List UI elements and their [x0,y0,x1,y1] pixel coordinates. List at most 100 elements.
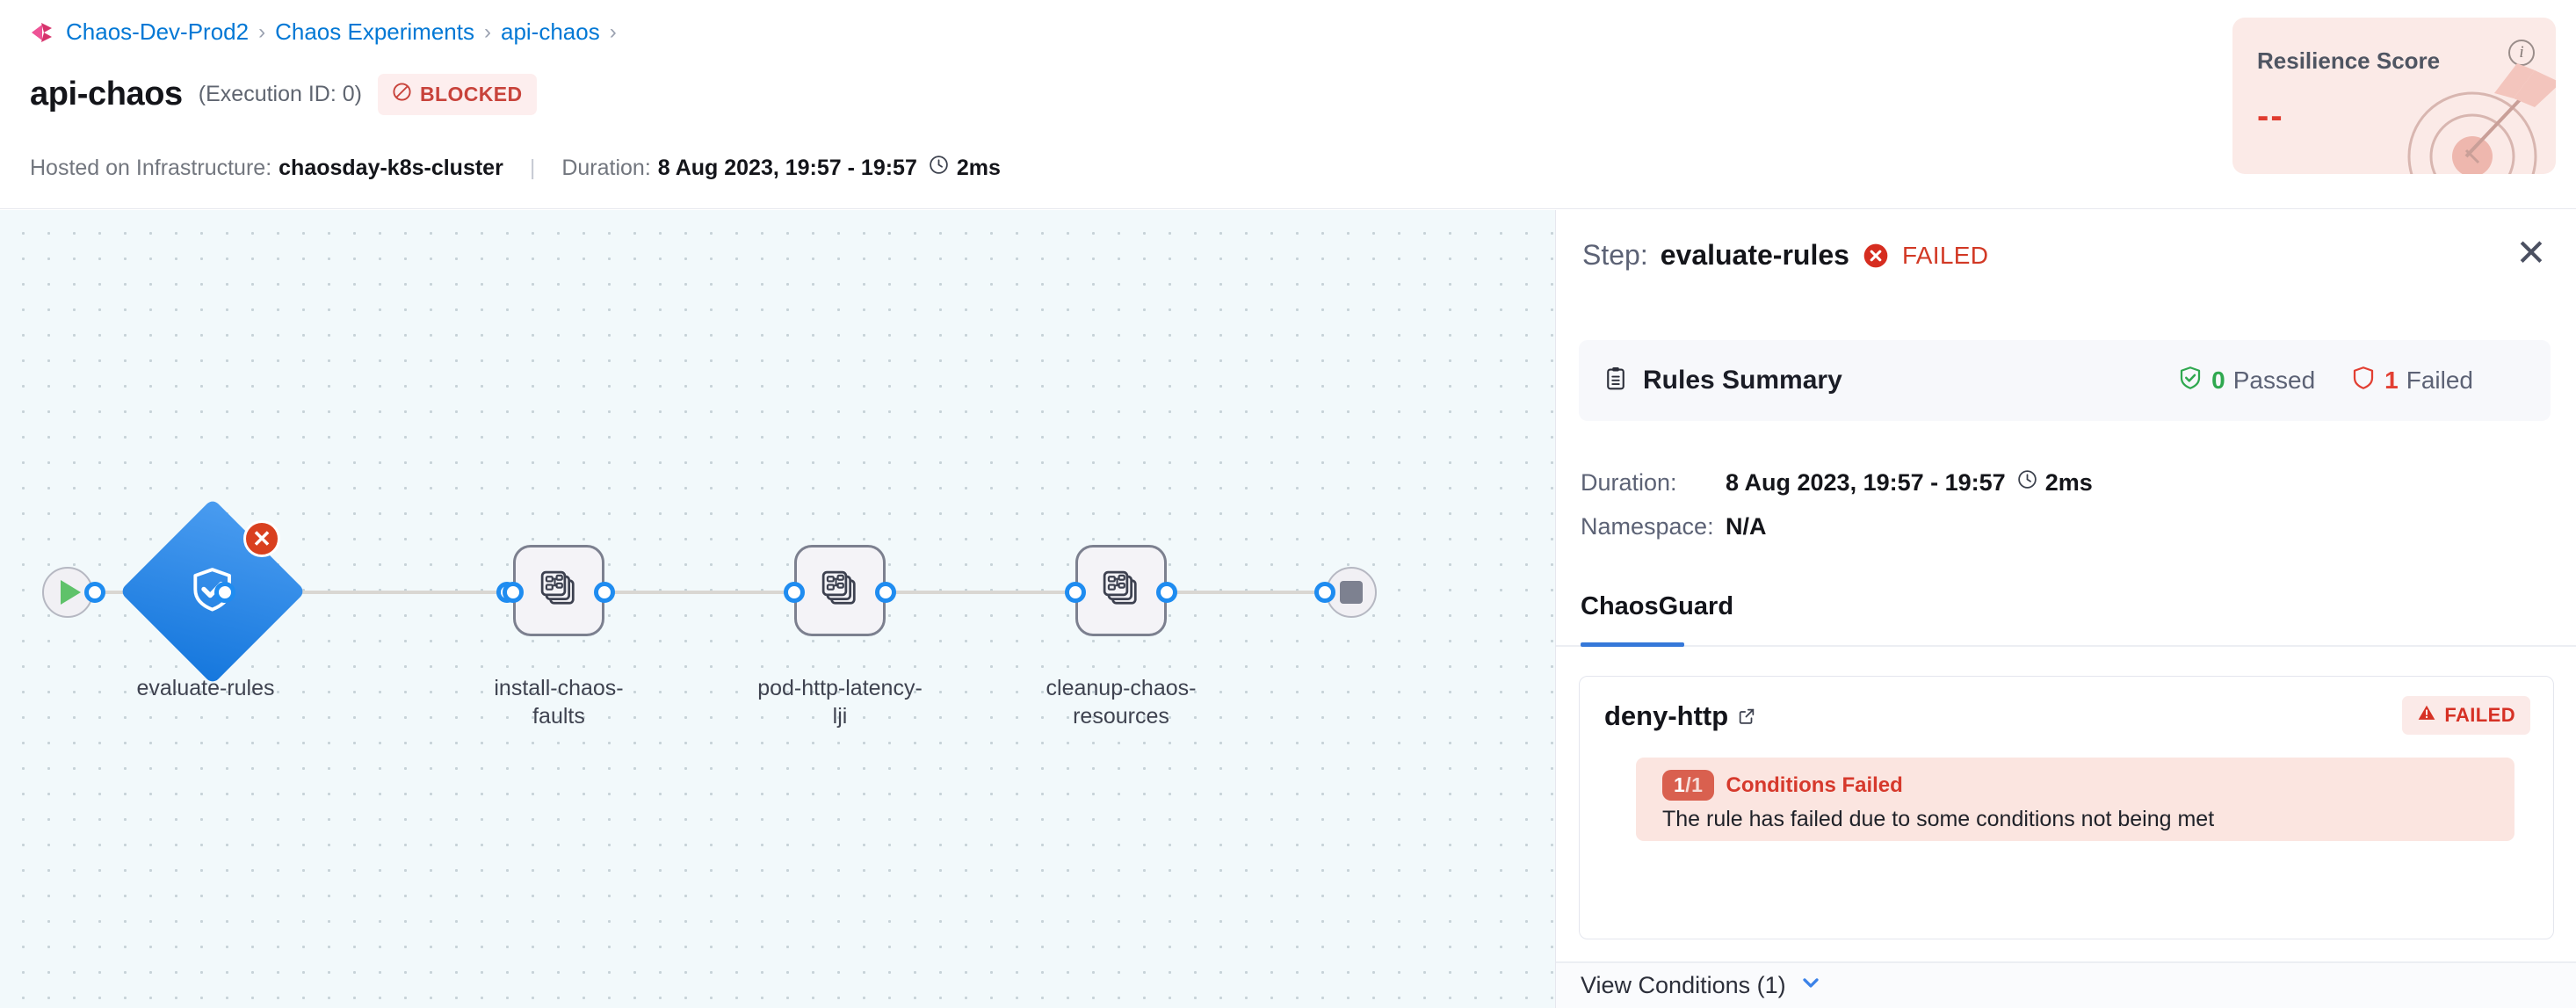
rules-summary-card: Rules Summary 0 Passed [1579,340,2551,421]
breadcrumb-item-1[interactable]: Chaos Experiments [275,18,474,45]
step-detail-rows: Duration: 8 Aug 2023, 19:57 - 19:57 2ms … [1581,460,2093,548]
conditions-failed-label: Conditions Failed [1726,772,1903,797]
port-install-out[interactable] [594,582,615,603]
port-cleanup-out[interactable] [1156,582,1177,603]
node-label-install-chaos-faults: install-chaos-faults [494,676,624,729]
meta-divider: | [529,155,536,180]
close-icon[interactable]: ✕ [2515,232,2547,273]
shield-outline-icon [2350,365,2377,397]
page-title: api-chaos [30,76,183,112]
breadcrumb-separator-trailing: › [609,19,617,44]
detail-value-duration: 8 Aug 2023, 19:57 - 19:57 2ms [1726,468,2093,497]
node-label-pod-http-latency-lji: pod-http-latency-lji [757,676,923,729]
target-dartboard-icon [2363,44,2556,174]
execution-id: (Execution ID: 0) [198,82,362,106]
rule-card-deny-http: deny-http FAILED 1/1 Condit [1579,676,2554,939]
rules-summary-title: Rules Summary [1643,366,1842,395]
edge-pod-to-cleanup [887,591,1077,594]
step-details-panel: Step: evaluate-rules FAILED ✕ Rules S [1555,210,2576,1008]
rules-passed-count: 0 [2211,366,2225,394]
infra-label: Hosted on Infrastructure: [30,155,272,180]
breadcrumb-item-0[interactable]: Chaos-Dev-Prod2 [66,18,250,45]
rules-summary-left: Rules Summary [1603,366,1842,396]
external-link-icon[interactable] [1737,707,1756,726]
breadcrumb-separator: › [483,19,491,44]
conditions-failed-header: 1/1 Conditions Failed [1662,770,1903,801]
edge-cleanup-to-end [1169,591,1327,594]
step-name: evaluate-rules [1660,239,1849,271]
port-pod-in[interactable] [784,582,805,603]
rules-summary-counts: 0 Passed 1 Failed [2177,365,2473,397]
conditions-failed-pill: 1/1 [1662,770,1715,801]
node-install-chaos-faults[interactable] [513,545,604,636]
clock-icon [928,154,950,182]
conditions-failed-box: 1/1 Conditions Failed The rule has faile… [1636,758,2514,841]
status-badge-label: BLOCKED [419,83,523,105]
duration-value: 2ms [956,155,1001,180]
port-end-in[interactable] [1314,582,1335,603]
start-node[interactable] [42,567,93,618]
shield-check-icon [2177,365,2203,397]
pipeline-canvas[interactable]: ✕ evaluate-rules install-chaos- [0,210,1555,1008]
panel-header: Step: evaluate-rules FAILED ✕ [1556,210,2576,308]
detail-value-namespace: N/A [1726,512,1767,540]
detail-duration-value: 2ms [2044,468,2093,496]
harness-chaos-logo-icon [30,19,56,46]
breadcrumb-separator: › [258,19,266,44]
rule-status-badge: FAILED [2402,696,2530,735]
port-install-in[interactable] [503,582,524,603]
end-node[interactable] [1326,567,1377,618]
step-label: Step: [1582,239,1648,271]
rule-status-label: FAILED [2444,704,2515,726]
rules-failed-label: Failed [2406,366,2473,394]
breadcrumb-item-2[interactable]: api-chaos [500,18,600,45]
node-pod-http-latency-lji[interactable] [794,545,886,636]
detail-row-duration: Duration: 8 Aug 2023, 19:57 - 19:57 2ms [1581,460,2093,504]
node-label-cleanup-chaos-resources: cleanup-chaos-resources [1046,676,1197,729]
tab-chaosguard[interactable]: ChaosGuard [1581,592,1734,620]
rules-failed-count: 1 [2384,366,2399,394]
port-pod-out[interactable] [875,582,896,603]
port-evaluate-in[interactable] [214,582,235,603]
detail-key-namespace: Namespace: [1581,512,1714,540]
breadcrumb: Chaos-Dev-Prod2 › Chaos Experiments › ap… [30,18,617,46]
warning-triangle-icon [2417,703,2436,728]
play-icon [60,580,81,605]
tab-active-indicator [1581,642,1684,647]
resilience-score-title: Resilience Score [2257,47,2441,74]
edge-evaluate-to-install [225,591,513,594]
duration-range: 8 Aug 2023, 19:57 - 19:57 [657,155,917,180]
conditions-failed-description: The rule has failed due to some conditio… [1662,807,2215,831]
error-circle-icon[interactable]: ✕ [243,520,280,557]
node-evaluate-rules[interactable]: ✕ [119,497,307,685]
page-header: Chaos-Dev-Prod2 › Chaos Experiments › ap… [0,0,2576,209]
node-cleanup-chaos-resources[interactable] [1075,545,1167,636]
port-start-out[interactable] [84,582,105,603]
step-status: FAILED [1901,241,1989,269]
title-row: api-chaos (Execution ID: 0) BLOCKED [30,74,537,115]
rules-failed-stat: 1 Failed [2350,365,2473,397]
status-badge: BLOCKED [377,74,537,115]
port-cleanup-in[interactable] [1065,582,1086,603]
view-conditions-toggle[interactable]: View Conditions (1) [1556,961,2576,1008]
meta-row: Hosted on Infrastructure: chaosday-k8s-c… [30,154,1001,182]
edge-install-to-pod [606,591,796,594]
detail-key-duration: Duration: [1581,468,1677,496]
rules-passed-label: Passed [2232,366,2316,394]
resilience-score-value: -- [2257,97,2284,135]
detail-row-namespace: Namespace: N/A [1581,504,2093,548]
chevron-down-icon [1798,970,1823,1001]
blocked-icon [392,82,412,107]
stop-icon [1340,581,1363,604]
duration-label: Duration: [561,155,651,180]
error-circle-icon [1862,242,1890,270]
detail-duration-range: 8 Aug 2023, 19:57 - 19:57 [1726,468,2006,496]
chaos-faults-icon [819,568,861,614]
chaos-faults-icon [538,568,580,614]
rule-header: deny-http [1604,700,1756,732]
chaos-faults-icon [1100,568,1142,614]
step-title: Step: evaluate-rules FAILED [1582,239,1988,272]
clipboard-icon [1603,366,1629,396]
clock-icon [2016,468,2038,497]
